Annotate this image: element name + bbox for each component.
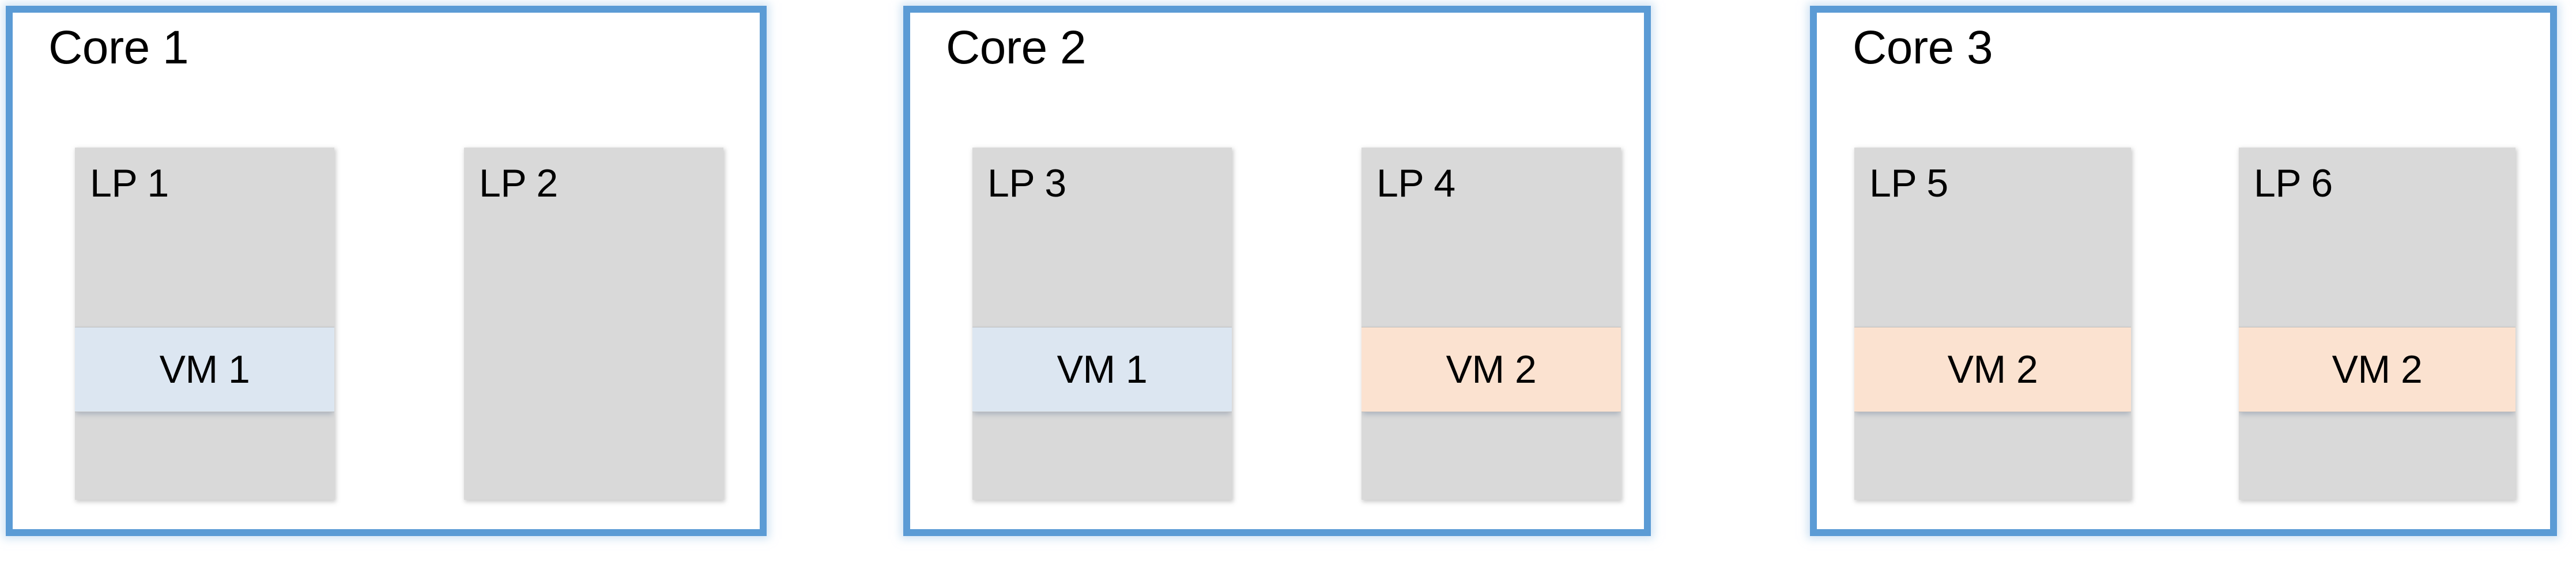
vm-label-4: VM 2 <box>1446 348 1537 391</box>
lp-block-3[interactable]: LP 3 VM 1 <box>972 148 1232 500</box>
core-title-3: Core 3 <box>1853 21 1993 74</box>
vm-label-1: VM 1 <box>159 348 250 391</box>
lp-block-4[interactable]: LP 4 VM 2 <box>1361 148 1621 500</box>
vm-label-3: VM 1 <box>1057 348 1148 391</box>
vm-band-5[interactable]: VM 2 <box>1854 327 2131 412</box>
vm-band-3[interactable]: VM 1 <box>972 327 1232 412</box>
lp-label-2: LP 2 <box>479 161 558 205</box>
lp-label-4: LP 4 <box>1376 161 1455 205</box>
lp-block-1[interactable]: LP 1 VM 1 <box>75 148 334 500</box>
lp-label-1: LP 1 <box>90 161 169 205</box>
vm-band-1[interactable]: VM 1 <box>75 327 334 412</box>
vm-label-5: VM 2 <box>1947 348 2038 391</box>
lp-block-2[interactable]: LP 2 <box>464 148 723 500</box>
lp-block-6[interactable]: LP 6 VM 2 <box>2239 148 2515 500</box>
core-title-2: Core 2 <box>946 21 1087 74</box>
core-box-3[interactable]: Core 3 LP 5 VM 2 LP 6 VM 2 <box>1810 6 2557 536</box>
lp-label-5: LP 5 <box>1869 161 1948 205</box>
core-title-1: Core 1 <box>48 21 189 74</box>
lp-label-6: LP 6 <box>2254 161 2333 205</box>
lp-label-3: LP 3 <box>987 161 1066 205</box>
vm-band-6[interactable]: VM 2 <box>2239 327 2515 412</box>
core-box-1[interactable]: Core 1 LP 1 VM 1 LP 2 <box>6 6 767 536</box>
lp-block-5[interactable]: LP 5 VM 2 <box>1854 148 2131 500</box>
core-box-2[interactable]: Core 2 LP 3 VM 1 LP 4 VM 2 <box>903 6 1651 536</box>
vm-band-4[interactable]: VM 2 <box>1361 327 1621 412</box>
vm-label-6: VM 2 <box>2332 348 2423 391</box>
